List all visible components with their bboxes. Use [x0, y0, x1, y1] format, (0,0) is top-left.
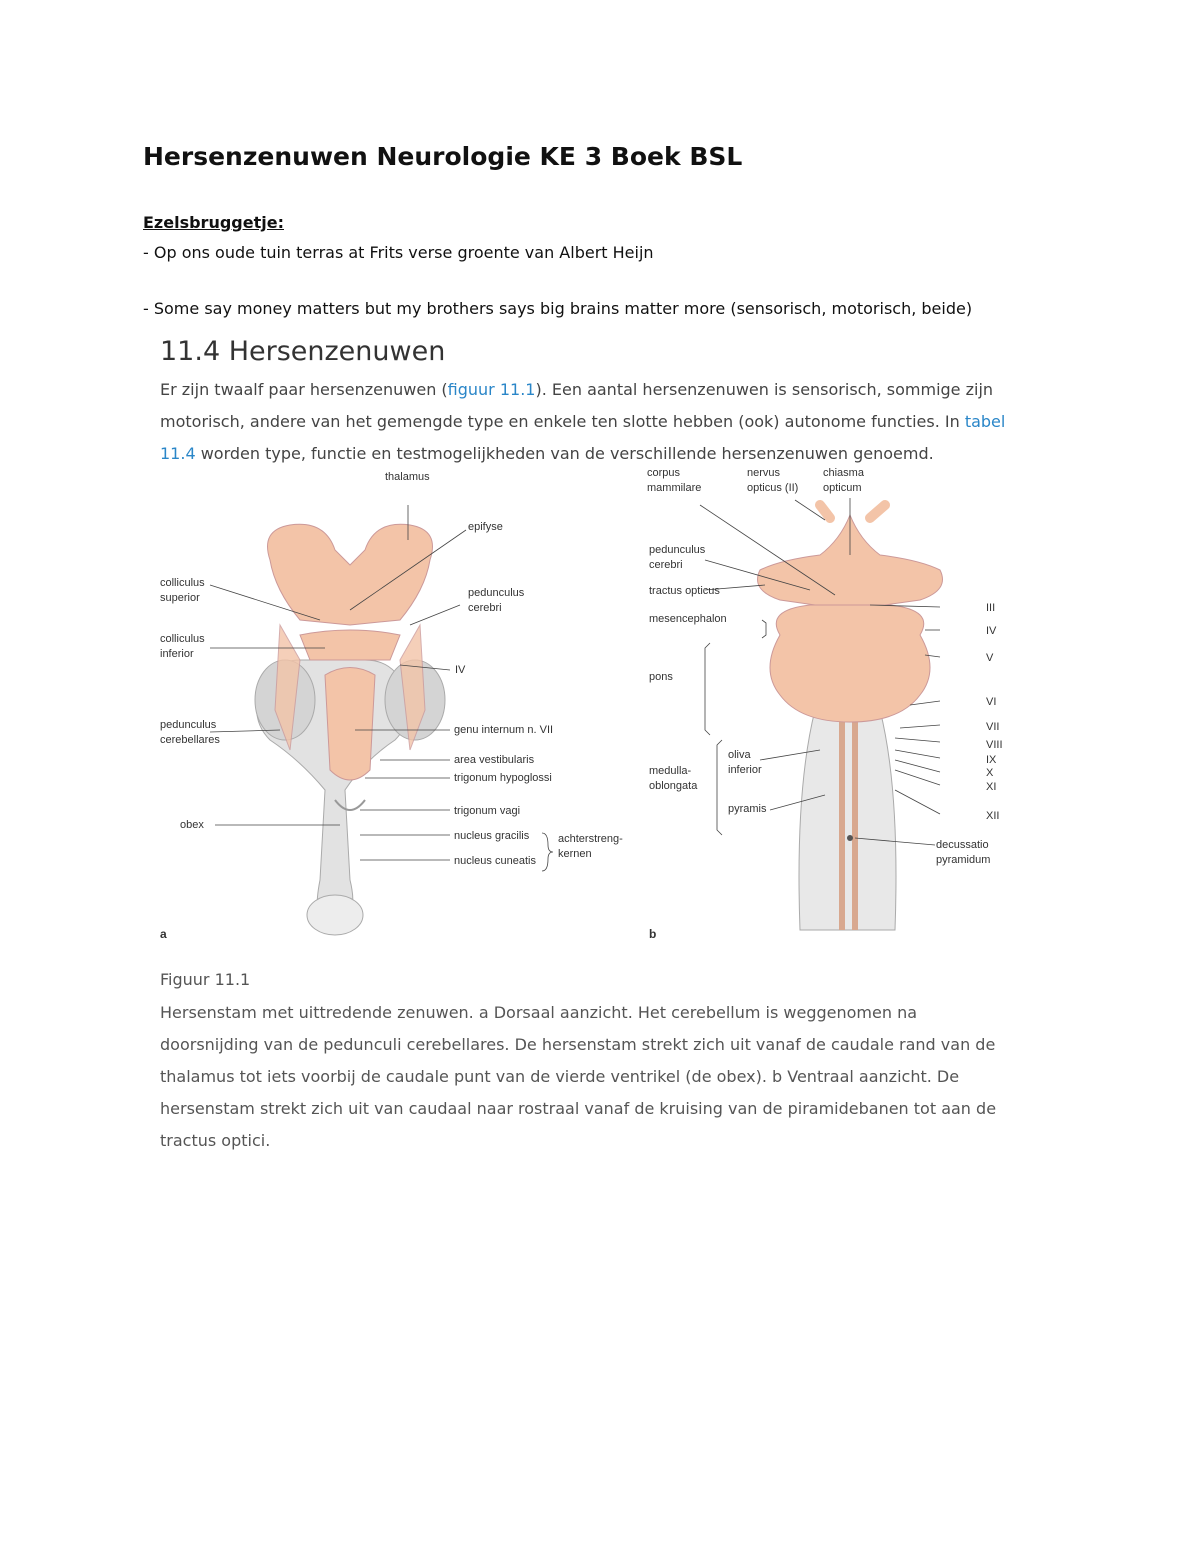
label-pyramis: pyramis — [728, 803, 767, 815]
label-nervus-1: nervus — [747, 467, 781, 479]
label-mesencephalon: mesencephalon — [649, 613, 727, 625]
label-colliculus-inferior-1: colliculus — [160, 633, 205, 645]
label-nervus-2: opticus (II) — [747, 482, 798, 494]
label-thalamus: thalamus — [385, 471, 430, 483]
label-oliva-2: inferior — [728, 764, 762, 776]
label-nerve-vi: VI — [986, 696, 996, 708]
label-corpus-2: mammilare — [647, 482, 701, 494]
mnemonic-line-1: - Op ons oude tuin terras at Frits verse… — [143, 243, 654, 262]
label-pedunculus-b-1: pedunculus — [649, 544, 706, 556]
mnemonic-heading: Ezelsbruggetje: — [143, 213, 284, 232]
label-nerve-iii: III — [986, 602, 995, 614]
label-obex: obex — [180, 819, 204, 831]
book-paragraph-text-1: Er zijn twaalf paar hersenzenuwen ( — [160, 380, 448, 399]
label-epifyse: epifyse — [468, 521, 503, 533]
label-pons: pons — [649, 671, 673, 683]
label-oliva-1: oliva — [728, 749, 752, 761]
label-nerve-viii: VIII — [986, 739, 1003, 751]
label-area-vestibularis: area vestibularis — [454, 754, 535, 766]
label-decussatio-2: pyramidum — [936, 854, 990, 866]
figure-title: Figuur 11.1 — [160, 970, 250, 989]
book-section-heading: 11.4 Hersenzenuwen — [160, 336, 445, 367]
label-nerve-xii: XII — [986, 810, 999, 822]
label-chiasma-2: opticum — [823, 482, 862, 494]
label-medulla-2: oblongata — [649, 780, 698, 792]
label-corpus-1: corpus — [647, 467, 681, 479]
book-paragraph: Er zijn twaalf paar hersenzenuwen (figuu… — [160, 374, 1020, 470]
label-achterstreng-1: achterstreng- — [558, 833, 623, 845]
label-nucleus-gracilis: nucleus gracilis — [454, 830, 530, 842]
document-title: Hersenzenuwen Neurologie KE 3 Boek BSL — [143, 142, 742, 171]
label-trigonum-vagi: trigonum vagi — [454, 805, 520, 817]
label-nerve-ix: IX — [986, 754, 997, 766]
label-decussatio-1: decussatio — [936, 839, 989, 851]
label-pedunculus-cerebri-1: pedunculus — [468, 587, 525, 599]
label-nerve-v: V — [986, 652, 994, 664]
label-tractus-opticus: tractus opticus — [649, 585, 720, 597]
label-nerve-vii: VII — [986, 721, 999, 733]
label-colliculus-inferior-2: inferior — [160, 648, 194, 660]
label-pedunculus-cerebellares-1: pedunculus — [160, 719, 217, 731]
figure-link[interactable]: figuur 11.1 — [448, 380, 536, 399]
label-pedunculus-cerebellares-2: cerebellares — [160, 734, 220, 746]
label-medulla-1: medulla- — [649, 765, 692, 777]
label-achterstreng-2: kernen — [558, 848, 592, 860]
ventral-view-illustration — [758, 505, 943, 930]
label-nerve-x: X — [986, 767, 994, 779]
panel-label-a: a — [160, 927, 167, 941]
label-genu-internum: genu internum n. VII — [454, 724, 553, 736]
label-nerve-xi: XI — [986, 781, 996, 793]
label-nerve-iv-a: IV — [455, 664, 466, 676]
label-pedunculus-b-2: cerebri — [649, 559, 683, 571]
brainstem-figure: thalamus epifyse colliculus superior ped… — [150, 460, 1030, 960]
label-pedunculus-cerebri-2: cerebri — [468, 602, 502, 614]
label-colliculus-superior-2: superior — [160, 592, 200, 604]
label-chiasma-1: chiasma — [823, 467, 865, 479]
figure-caption: Hersenstam met uittredende zenuwen. a Do… — [160, 997, 1020, 1157]
label-trigonum-hypoglossi: trigonum hypoglossi — [454, 772, 552, 784]
label-colliculus-superior-1: colliculus — [160, 577, 205, 589]
panel-label-b: b — [649, 927, 656, 941]
label-nucleus-cuneatis: nucleus cuneatis — [454, 855, 536, 867]
label-nerve-iv-b: IV — [986, 625, 997, 637]
mnemonic-line-2: - Some say money matters but my brothers… — [143, 299, 972, 318]
